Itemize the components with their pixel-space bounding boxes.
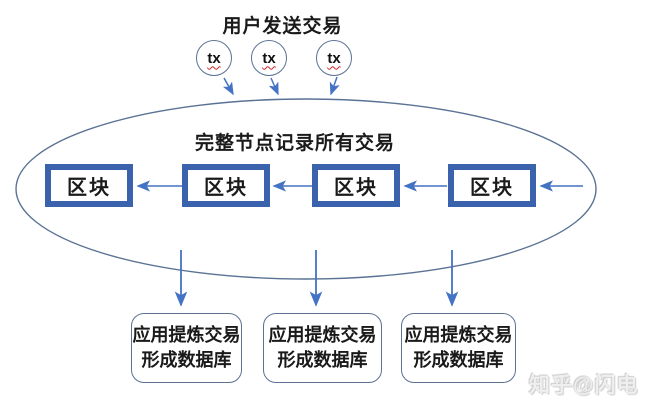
block-label: 区块 [204, 177, 248, 199]
block-1: 区块 [45, 164, 133, 207]
app-database-box-1: 应用提炼交易 形成数据库 [131, 313, 242, 383]
app-box-line1: 应用提炼交易 [404, 325, 513, 345]
full-node-label: 完整节点记录所有交易 [195, 133, 396, 154]
block-label: 区块 [470, 177, 514, 199]
tx-label: tx [327, 49, 341, 67]
tx-label: tx [262, 49, 276, 67]
app-database-box-3: 应用提炼交易 形成数据库 [401, 313, 516, 383]
block-label: 区块 [67, 177, 111, 199]
page-title: 用户发送交易 [222, 16, 343, 37]
tx-circle-2: tx [251, 40, 287, 76]
watermark: 知乎@闪电 [529, 374, 639, 397]
full-node-ellipse [15, 98, 597, 280]
app-database-box-2: 应用提炼交易 形成数据库 [263, 313, 382, 383]
app-box-line2: 形成数据库 [413, 350, 504, 370]
tx-arrow-2 [268, 77, 279, 96]
app-box-line2: 形成数据库 [141, 350, 232, 370]
block-4: 区块 [448, 164, 536, 207]
block-label: 区块 [334, 177, 378, 199]
tx-circle-3: tx [316, 40, 352, 76]
tx-arrow-1 [222, 77, 234, 96]
app-box-line1: 应用提炼交易 [268, 325, 377, 345]
tx-circle-1: tx [196, 40, 232, 76]
app-box-line2: 形成数据库 [277, 350, 368, 370]
app-box-line1: 应用提炼交易 [132, 325, 241, 345]
tx-arrow-3 [329, 76, 340, 96]
tx-label: tx [207, 49, 221, 67]
block-3: 区块 [312, 164, 400, 207]
block-2: 区块 [182, 164, 270, 207]
